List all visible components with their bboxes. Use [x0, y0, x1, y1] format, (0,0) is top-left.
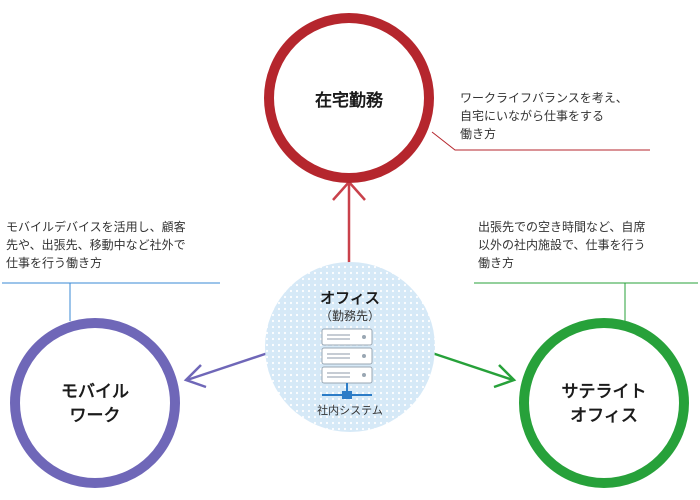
- mobile-label-line2: ワーク: [69, 406, 121, 426]
- satellite-description: 出張先での空き時間など、自席 以外の社内施設で、仕事を行う 働き方: [478, 220, 646, 270]
- mobile-description: モバイルデバイスを活用し、顧客 先や、出張先、移動中など社外で 仕事を行う働き方: [6, 220, 186, 270]
- mobile-label-line1: モバイル: [61, 382, 129, 402]
- arrow-to-mobile: [183, 351, 269, 389]
- office-subtitle: （勤務先）: [319, 309, 380, 323]
- satellite-label: サテライト オフィス: [544, 380, 664, 428]
- home-description: ワークライフバランスを考え、 自宅にいながら仕事をする 働き方: [460, 91, 628, 141]
- mobile-leader-line: [2, 282, 220, 321]
- satellite-label-line1: サテライト: [561, 382, 647, 402]
- satellite-leader-line: [474, 282, 698, 321]
- office-system-label: 社内システム: [317, 404, 383, 417]
- satellite-circle: [519, 318, 689, 488]
- home-leader-line: [431, 131, 650, 151]
- home-circle: [264, 13, 434, 183]
- mobile-label: モバイル ワーク: [35, 380, 155, 428]
- satellite-label-line2: オフィス: [570, 406, 638, 426]
- arrow-to-satellite: [431, 351, 517, 389]
- arrow-to-home: [332, 180, 366, 265]
- server-icon: [321, 328, 373, 399]
- office-circle: [265, 262, 435, 432]
- home-label: 在宅勤務: [315, 91, 383, 111]
- mobile-circle: [10, 318, 180, 488]
- office-title: オフィス: [320, 289, 380, 307]
